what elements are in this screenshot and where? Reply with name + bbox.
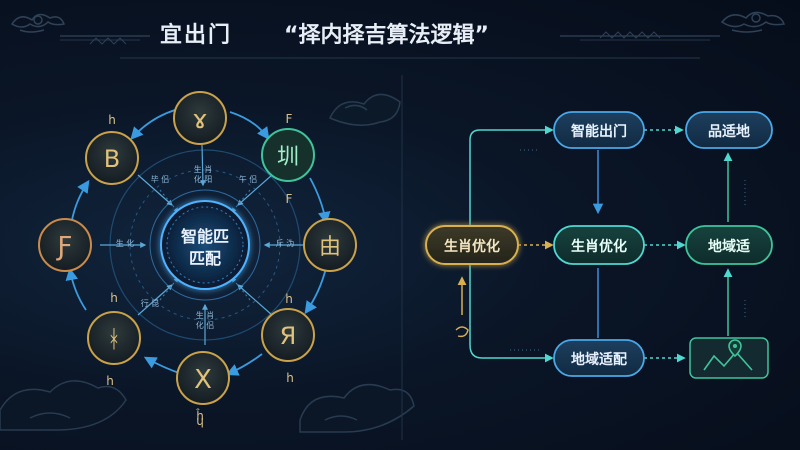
inner-mark: 生 肖	[196, 310, 215, 320]
flow-node-label: 品适地	[708, 123, 750, 140]
inner-mark: 化 阳	[194, 174, 213, 184]
outer-mark: h	[286, 371, 294, 385]
map-location-icon	[703, 339, 753, 371]
flow-node-label: 生肖优化	[571, 238, 627, 255]
inner-mark: 生 化	[116, 238, 135, 248]
flow-node-pin-place[interactable]: 品适地	[685, 111, 773, 149]
outer-node-top[interactable]: ɤ	[173, 91, 227, 145]
outer-node-upper-left[interactable]: B	[85, 131, 139, 185]
outer-marks: h F F h h h h ɥ ĥ	[106, 112, 294, 428]
header-left-title: 宜出门	[160, 22, 232, 48]
flow-node-label: 地域适配	[571, 351, 627, 368]
outer-node-left[interactable]: Ƒ	[38, 218, 92, 272]
flow-node-map[interactable]	[689, 337, 769, 379]
cloud-decoration-mid-left	[328, 93, 401, 126]
center-label-line2: 匹配	[189, 249, 221, 268]
flow-node-zodiac-mid[interactable]: 生肖优化	[553, 225, 645, 265]
outer-node-right[interactable]: 由	[303, 218, 357, 272]
gold-swirl-icon	[455, 326, 469, 338]
header-ornament	[60, 35, 720, 59]
cloud-decoration-bottom-left	[0, 380, 127, 431]
outer-node-upper-right[interactable]: 圳	[261, 128, 315, 182]
outer-node-lower-left[interactable]: ᚼ	[87, 311, 141, 365]
page-title: “择内择吉算法逻辑”	[284, 22, 489, 48]
center-node[interactable]: 智能匹 匹配	[160, 200, 250, 290]
spoke-arrows	[100, 144, 305, 345]
outer-node-glyph: Я	[280, 322, 297, 350]
flow-node-smart-out[interactable]: 智能出门	[553, 111, 645, 149]
outer-node-glyph: ᚼ	[107, 325, 121, 353]
outer-mark: ɥ	[196, 414, 204, 428]
flow-node-label: 智能出门	[570, 123, 627, 140]
inner-marks: 生 肖 化 阳 毕 侣 午 侣 生 化 斥 沩 生 肖 化 侣 行 昆	[116, 164, 295, 330]
inner-mark: 午 侣	[239, 174, 258, 184]
outer-mark: h	[106, 374, 114, 388]
outer-node-glyph: X	[194, 365, 212, 395]
cloud-decoration-top-left	[10, 13, 66, 33]
outer-node-lower-right[interactable]: Я	[261, 308, 315, 362]
center-label-line1: 智能匹	[181, 227, 229, 246]
inner-mark: 化 侣	[196, 320, 215, 330]
inner-mark: 斥 沩	[276, 238, 295, 248]
outer-mark: ĥ	[195, 408, 204, 423]
outer-mark: F	[286, 112, 293, 126]
outer-node-glyph: 圳	[277, 145, 299, 170]
inner-mark: 生 肖	[194, 164, 213, 174]
outer-node-bottom[interactable]: X	[176, 351, 230, 405]
flow-node-region-bottom[interactable]: 地域适配	[553, 339, 645, 377]
outer-mark: h	[110, 291, 118, 305]
flow-node-label: 生肖优化	[444, 238, 500, 255]
outer-node-glyph: Ƒ	[56, 232, 73, 262]
header-ornament-pattern	[89, 31, 661, 45]
cloud-decoration-bottom-mid	[299, 383, 415, 433]
outer-node-glyph: 由	[319, 235, 341, 260]
flow-node-zodiac-left[interactable]: 生肖优化	[425, 225, 519, 265]
inner-mark: 毕 侣	[151, 174, 170, 184]
outer-node-glyph: ɤ	[192, 105, 208, 135]
outer-mark: h	[285, 292, 293, 306]
outer-mark: F	[286, 192, 293, 206]
outer-node-glyph: B	[104, 145, 120, 173]
outer-mark: h	[108, 113, 116, 127]
flow-node-label: 地域适	[708, 238, 750, 255]
flow-connectors	[457, 125, 746, 363]
flow-node-region-right[interactable]: 地域适	[685, 225, 773, 265]
inner-mark: 行 昆	[141, 298, 160, 308]
cloud-decoration-top-right	[720, 11, 786, 33]
